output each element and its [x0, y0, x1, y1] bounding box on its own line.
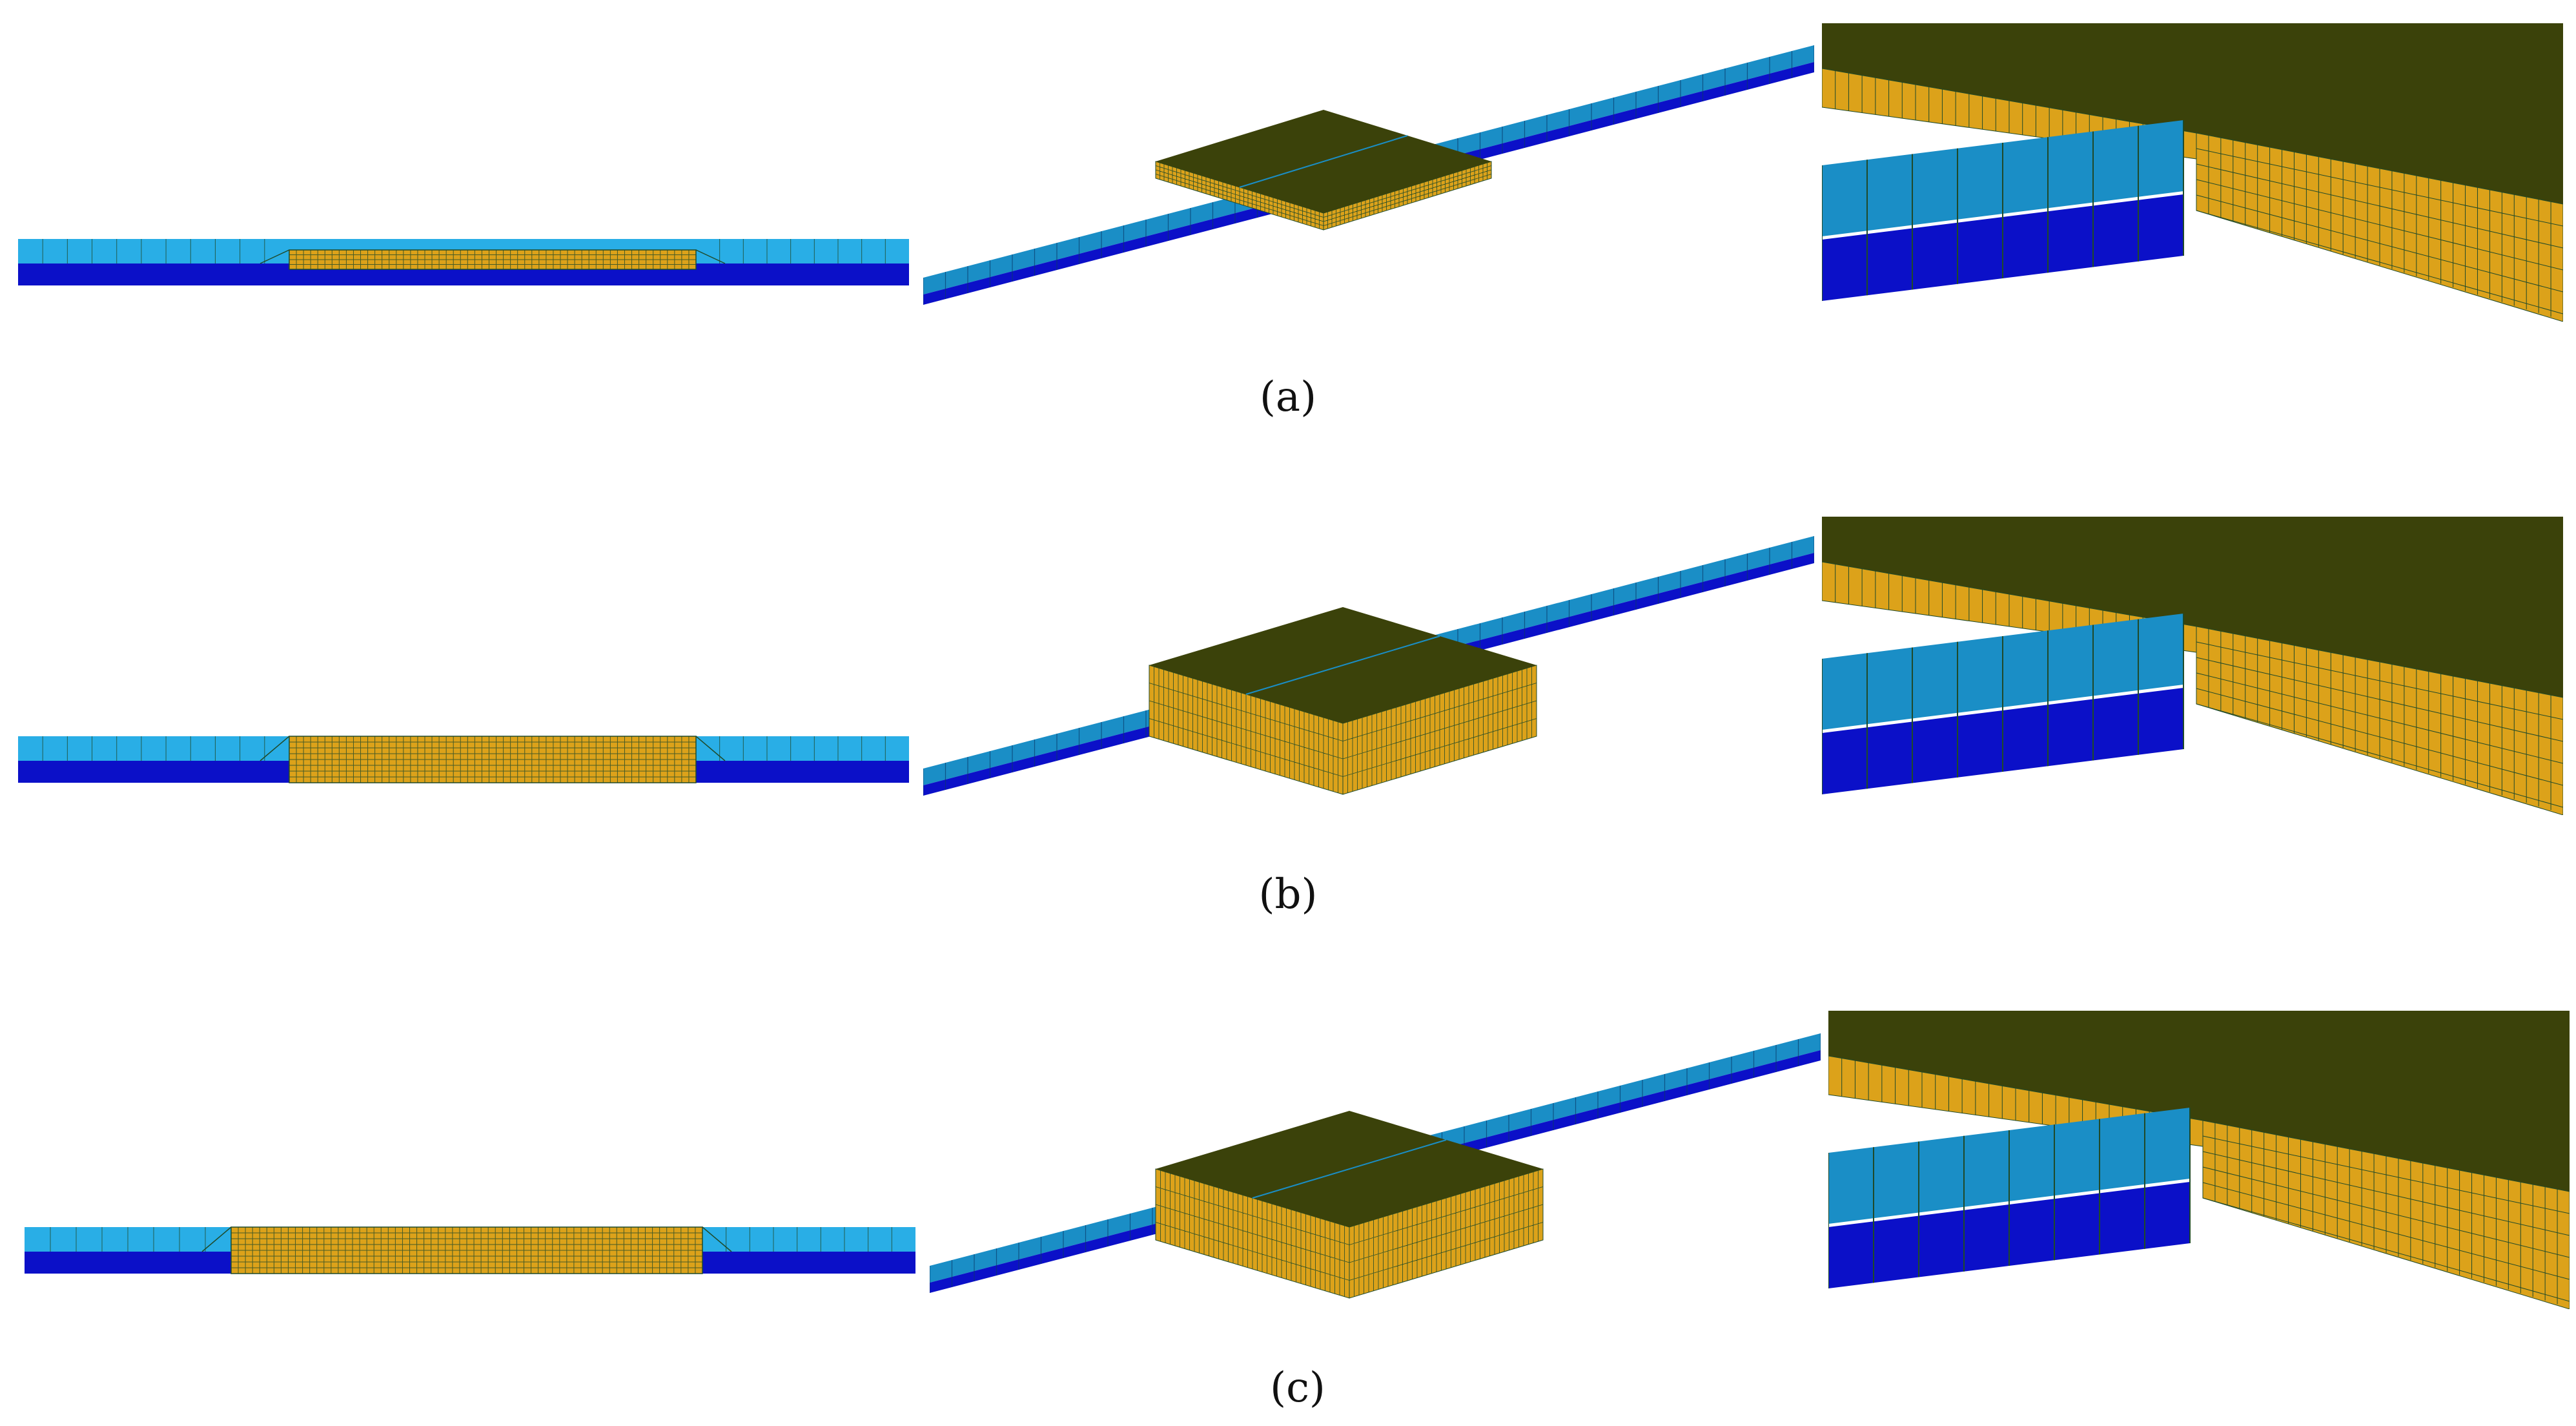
- side-view-mesh: [18, 736, 909, 783]
- beam-mesh: [1822, 614, 2184, 794]
- panel-c-iso-view: [930, 1033, 1821, 1318]
- plate-face-mesh: [1155, 1170, 1544, 1297]
- caption-c: (c): [1270, 1364, 1325, 1412]
- beam-mesh-right: [719, 736, 886, 761]
- beam-trace-line: [1239, 135, 1408, 188]
- panel-b-side-view: [18, 717, 909, 833]
- caption-a: (a): [1259, 373, 1317, 421]
- transition-lines: [260, 249, 726, 264]
- plate-face-mesh: [1149, 666, 1537, 793]
- closeup-view-mesh: [1822, 23, 2563, 322]
- beam-mesh-left: [50, 1227, 206, 1252]
- panel-c-side-view: [25, 1208, 915, 1324]
- closeup-view-mesh: [1828, 1011, 2570, 1309]
- panel-a-closeup-view: [1822, 23, 2563, 322]
- side-view-mesh: [25, 1226, 915, 1274]
- block-mesh-grid: [289, 736, 696, 783]
- plate-face-mesh: [1155, 163, 1492, 229]
- beam-mesh: [1822, 120, 2184, 301]
- block-mesh-grid: [289, 250, 696, 269]
- panel-c-closeup-view: [1828, 1011, 2570, 1309]
- block-mesh-grid: [231, 1227, 702, 1274]
- beam-mesh-left: [42, 239, 265, 264]
- iso-view-mesh: [930, 1033, 1821, 1299]
- beam-trace-line: [1245, 636, 1440, 695]
- panel-b-iso-view: [923, 536, 1814, 820]
- panel-a-side-view: [18, 220, 909, 336]
- transition-lines: [201, 1226, 732, 1252]
- beam-mesh-right: [719, 239, 886, 264]
- plate-top-face: [1828, 1011, 2570, 1192]
- beam-mesh-left: [42, 736, 265, 761]
- plate-top-face: [1822, 23, 2563, 204]
- iso-view-mesh: [923, 45, 1814, 305]
- beam-mesh-right: [726, 1227, 892, 1252]
- side-view-mesh: [18, 239, 909, 285]
- beam-trace-line: [1252, 1139, 1447, 1199]
- iso-view-mesh: [923, 536, 1814, 796]
- caption-b: (b): [1258, 871, 1318, 918]
- closeup-view-mesh: [1822, 517, 2563, 815]
- transition-lines: [260, 736, 726, 761]
- panel-b-closeup-view: [1822, 517, 2563, 815]
- plate-top-face: [1822, 517, 2563, 698]
- panel-a-iso-view: [923, 45, 1814, 329]
- beam-mesh: [1828, 1108, 2191, 1288]
